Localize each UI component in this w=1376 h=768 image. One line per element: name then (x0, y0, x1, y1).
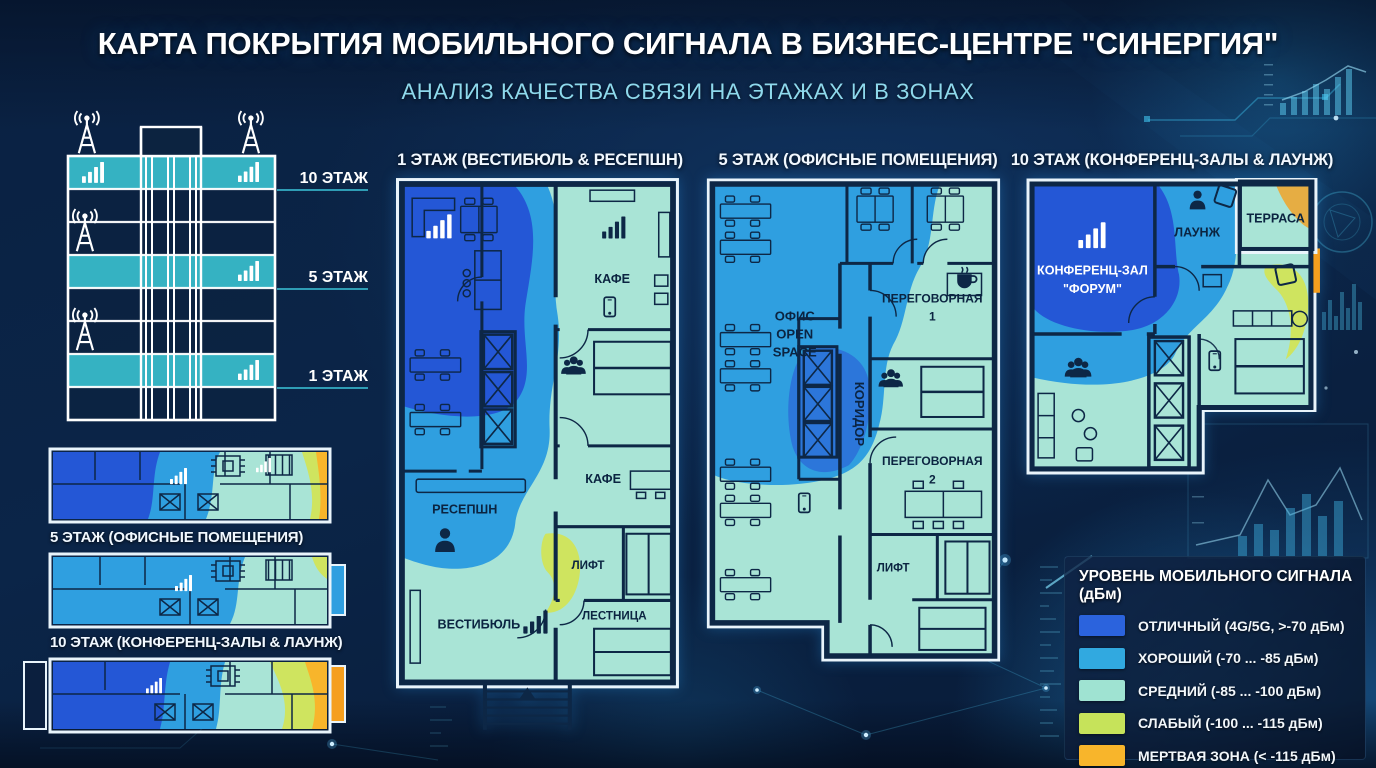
zone-weak (541, 533, 581, 613)
room-label-meeting2: ПЕРЕГОВОРНАЯ (882, 454, 983, 468)
elevation-floor-label-1: 1 ЭТАЖ (308, 368, 368, 385)
page-subtitle: АНАЛИЗ КАЧЕСТВА СВЯЗИ НА ЭТАЖАХ И В ЗОНА… (401, 79, 975, 104)
door-arcs (1127, 265, 1221, 360)
plan-title-floor1: 1 ЭТАЖ (ВЕСТИБЮЛЬ & РЕСЕПШН) (397, 151, 683, 169)
room-label-reception: РЕСЕПШН (432, 503, 497, 517)
staircase (918, 365, 991, 651)
legend-swatch-excellent (1079, 615, 1125, 636)
legend-row-medium: СРЕДНИЙ (-85 ... -100 дБм) (1079, 680, 1353, 701)
legend-row-good: ХОРОШИЙ (-70 ... -85 дБм) (1079, 647, 1353, 669)
legend-panel: УРОВЕНЬ МОБИЛЬНОГО СИГНАЛА (дБм) ОТЛИЧНЫ… (1064, 556, 1366, 766)
staircase (593, 340, 672, 677)
zone-excellent (1034, 186, 1180, 332)
zone-excellent (404, 186, 534, 417)
entrance-arrow-icon (518, 687, 537, 701)
thumbnail-floor5-strip (48, 552, 346, 629)
plan-title-floor10: 10 ЭТАЖ (КОНФЕРЕНЦ-ЗАЛЫ & ЛАУНЖ) (1010, 151, 1334, 169)
legend-label-good: ХОРОШИЙ (-70 ... -85 дБм) (1138, 650, 1319, 666)
legend-swatch-dead (1079, 745, 1125, 766)
zone-dead (1310, 248, 1320, 293)
legend-label-excellent: ОТЛИЧНЫЙ (4G/5G, >-70 дБм) (1138, 617, 1345, 634)
floorplan-floor5: ОФИС OPEN SPACE ПЕРЕГОВОРНАЯ 1 ПЕРЕГОВОР… (706, 178, 1001, 662)
floorplan-floor10: КОНФЕРЕНЦ-ЗАЛ "ФОРУМ" ЛАУНЖ ТЕРРАСА (1026, 178, 1320, 475)
zone-good (714, 186, 940, 486)
room-label-office-2: OPEN (776, 327, 813, 342)
highlighted-floor-bands (68, 156, 275, 387)
room-label-office-3: SPACE (773, 345, 817, 360)
legend-label-medium: СРЕДНИЙ (-85 ... -100 дБм) (1138, 682, 1322, 699)
entrance-steps (482, 682, 572, 730)
room-label-meeting2-num: 2 (929, 472, 936, 486)
legend-swatch-weak (1079, 712, 1125, 734)
legend-swatch-good (1079, 647, 1125, 669)
room-label-meeting1-num: 1 (929, 310, 936, 324)
page-title: КАРТА ПОКРЫТИЯ МОБИЛЬНОГО СИГНАЛА В БИЗН… (97, 26, 1279, 61)
room-label-terrace: ТЕРРАСА (1246, 211, 1304, 225)
legend-swatch-medium (1079, 680, 1125, 701)
room-label-lobby: ВЕСТИБЮЛЬ (438, 618, 521, 632)
thumbnail-floor10-strip (23, 657, 346, 734)
legend-title: УРОВЕНЬ МОБИЛЬНОГО СИГНАЛА (дБм) (1079, 568, 1353, 603)
room-label-office-1: ОФИС (775, 309, 816, 324)
plan-title-floor5: 5 ЭТАЖ (ОФИСНЫЕ ПОМЕЩЕНИЯ) (718, 151, 998, 169)
zone-weak (1264, 264, 1309, 360)
code-column-decor (430, 566, 1062, 747)
elevation-floor-label-5: 5 ЭТАЖ (308, 269, 368, 286)
building-elevation: 10 ЭТАЖ 5 ЭТАЖ 1 ЭТАЖ (66, 110, 369, 422)
furniture (904, 272, 983, 530)
room-label-corridor: КОРИДОР (852, 382, 867, 447)
legend-row-weak: СЛАБЫЙ (-100 ... -115 дБм) (1079, 712, 1353, 734)
legend-label-weak: СЛАБЫЙ (-100 ... -115 дБм) (1138, 715, 1323, 731)
legend-label-dead: МЕРТВАЯ ЗОНА (< -115 дБм) (1138, 747, 1336, 764)
furniture (409, 189, 672, 664)
legend-row-dead: МЕРТВАЯ ЗОНА (< -115 дБм) (1079, 745, 1353, 766)
room-label-conference-2: "ФОРУМ" (1063, 282, 1122, 296)
legend-row-excellent: ОТЛИЧНЫЙ (4G/5G, >-70 дБм) (1079, 615, 1353, 636)
room-label-cafe-top: КАФЕ (594, 272, 630, 286)
mini-bar-chart-decor (1264, 64, 1367, 115)
thumbnail-caption-floor5: 5 ЭТАЖ (ОФИСНЫЕ ПОМЕЩЕНИЯ) (50, 529, 304, 546)
room-label-lift5: ЛИФТ (877, 563, 910, 575)
room-label-lounge: ЛАУНЖ (1174, 225, 1220, 239)
room-label-lift: ЛИФТ (571, 559, 604, 572)
furniture (1037, 273, 1309, 462)
door-arcs (869, 238, 948, 647)
room-label-stairs: ЛЕСТНИЦА (582, 610, 647, 623)
room-label-cafe-bottom: КАФЕ (585, 472, 621, 486)
floorplan-floor1: КАФЕ КАФЕ РЕСЕПШН ВЕСТИБЮЛЬ ЛИФТ ЛЕСТНИЦ… (396, 178, 679, 730)
room-label-conference-1: КОНФЕРЕНЦ-ЗАЛ (1037, 264, 1148, 278)
room-label-meeting1: ПЕРЕГОВОРНАЯ (882, 292, 983, 306)
histogram-decor-right (1322, 284, 1362, 330)
thumbnail-caption-floor10: 10 ЭТАЖ (КОНФЕРЕНЦ-ЗАЛЫ & ЛАУНЖ) (50, 634, 343, 651)
staircase (1234, 338, 1305, 395)
thumbnail-floor1-strip (48, 447, 332, 524)
elevation-floor-label-10: 10 ЭТАЖ (300, 170, 369, 187)
